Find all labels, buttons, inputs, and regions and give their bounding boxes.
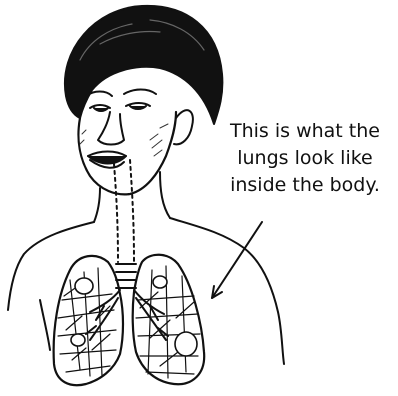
caption: This is what the lungs look like inside … xyxy=(212,118,398,199)
trachea xyxy=(114,160,134,262)
right-lung xyxy=(133,255,205,384)
eyes xyxy=(86,90,156,112)
caption-line: lungs look like xyxy=(212,145,398,172)
nose xyxy=(98,112,124,145)
caption-line: inside the body. xyxy=(212,172,398,199)
torso-outline xyxy=(8,218,284,364)
left-lung xyxy=(54,256,123,385)
caption-line: This is what the xyxy=(212,118,398,145)
mouth xyxy=(88,152,126,168)
